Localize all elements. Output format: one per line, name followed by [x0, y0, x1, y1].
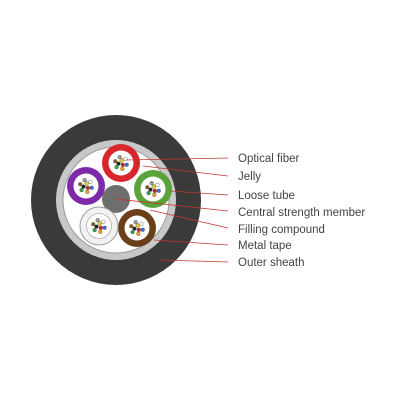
optical-fiber	[101, 219, 106, 225]
optical-fiber	[130, 229, 135, 235]
loose-tube-brown	[118, 209, 156, 247]
optical-fiber	[81, 184, 86, 189]
optical-fiber	[124, 162, 129, 167]
jelly-fill	[124, 215, 150, 241]
optical-fiber	[91, 222, 96, 227]
optical-fiber	[95, 218, 100, 223]
optical-fiber	[94, 224, 99, 229]
label-jelly: Jelly	[238, 171, 261, 183]
loose-tube-white	[79, 206, 119, 246]
leader-outer-sheath	[159, 259, 229, 263]
optical-fiber	[129, 224, 134, 229]
optical-fiber	[92, 227, 97, 233]
optical-fiber	[136, 227, 141, 232]
optical-fiber	[117, 155, 122, 160]
optical-fiber	[151, 184, 156, 189]
optical-fiber	[136, 231, 141, 236]
leader-jelly	[142, 165, 229, 177]
label-metal-tape: Metal tape	[238, 240, 292, 252]
jelly-fill	[140, 176, 166, 202]
optical-fiber	[146, 190, 151, 196]
jelly-fill	[86, 213, 112, 239]
optical-fiber	[114, 164, 119, 170]
label-loose-tube: Loose tube	[238, 190, 295, 202]
optical-fiber	[135, 223, 140, 228]
label-filling-compound: Filling compound	[238, 224, 325, 236]
optical-fiber	[98, 229, 103, 234]
leader-loose-tube	[169, 190, 229, 196]
leader-metal-tape	[153, 239, 229, 246]
label-central-strength-member: Central strength member	[238, 207, 365, 219]
optical-fiber	[132, 226, 137, 231]
leader-optical-fiber	[125, 157, 229, 161]
optical-fiber	[78, 182, 83, 187]
optical-fiber	[120, 162, 125, 167]
optical-fiber	[133, 220, 138, 225]
optical-fiber	[155, 182, 160, 188]
optical-fiber	[152, 188, 157, 193]
label-outer-sheath: Outer sheath	[238, 257, 304, 269]
optical-fiber	[148, 187, 153, 192]
optical-fiber	[152, 192, 157, 197]
optical-fiber	[97, 221, 102, 226]
loose-tubes-group	[67, 144, 172, 247]
optical-fiber	[85, 189, 90, 194]
loose-tube-green	[134, 170, 172, 208]
optical-fiber	[113, 159, 118, 164]
label-optical-fiber: Optical fiber	[238, 153, 300, 165]
optical-fiber	[139, 221, 144, 227]
optical-fiber	[149, 181, 154, 186]
optical-fiber	[88, 179, 93, 185]
callout-leader-lines	[115, 157, 229, 263]
optical-fiber	[82, 178, 87, 183]
optical-fiber	[102, 225, 107, 230]
leader-filling-compound	[149, 209, 229, 229]
optical-fiber	[85, 185, 90, 190]
jelly-fill	[73, 173, 99, 199]
optical-fiber	[120, 166, 125, 171]
optical-fiber	[156, 188, 161, 193]
optical-fiber	[98, 225, 103, 230]
optical-fiber	[84, 181, 89, 186]
callout-labels: Optical fiber Jelly Loose tube Central s…	[238, 153, 365, 269]
optical-fiber	[119, 158, 124, 163]
optical-fiber	[116, 161, 121, 166]
loose-tube-violet	[67, 167, 105, 205]
optical-fiber	[140, 227, 145, 232]
optical-fiber	[79, 187, 84, 193]
jelly-fill	[108, 150, 134, 176]
optical-fiber	[145, 185, 150, 190]
optical-fiber	[89, 185, 94, 190]
loose-tube-red	[102, 144, 140, 182]
leader-central-strength-member	[115, 198, 229, 212]
